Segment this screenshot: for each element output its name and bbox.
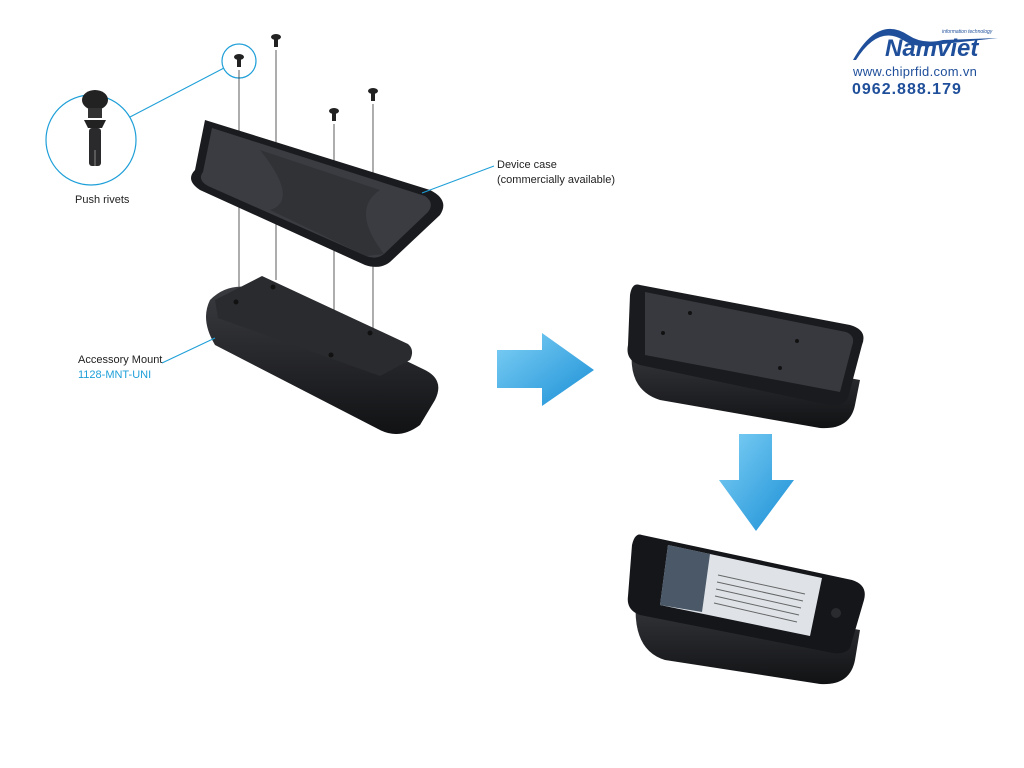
rivet-icon (329, 108, 339, 121)
accessory-mount-leader (161, 337, 216, 364)
push-rivets-label: Push rivets (75, 194, 130, 206)
assembled-case-image (627, 284, 864, 429)
device-case-leader (421, 165, 495, 194)
rivet-callout (45, 43, 257, 186)
device-case-sublabel: (commercially available) (497, 174, 615, 186)
push-rivets (234, 34, 378, 121)
logo-url: www.chiprfid.com.vn (853, 64, 978, 79)
logo-name: Namviet (885, 35, 979, 62)
accessory-mount-part-number: 1128-MNT-UNI (78, 369, 152, 381)
assembled-phone-image (627, 534, 865, 685)
rivet-icon (234, 54, 244, 67)
rivet-icon (368, 88, 378, 101)
logo-phone: 0962.888.179 (852, 81, 962, 98)
accessory-mount-label: Accessory Mount (78, 354, 163, 366)
accessory-mount-image (206, 276, 439, 434)
device-case-label: Device case (497, 159, 557, 171)
device-case-image (191, 120, 444, 267)
rivet-icon (271, 34, 281, 47)
arrow-right-icon (497, 333, 594, 406)
arrow-down-icon (719, 434, 794, 531)
logo-tagline: information technology (942, 29, 993, 35)
logo-swoosh-icon (853, 28, 998, 60)
